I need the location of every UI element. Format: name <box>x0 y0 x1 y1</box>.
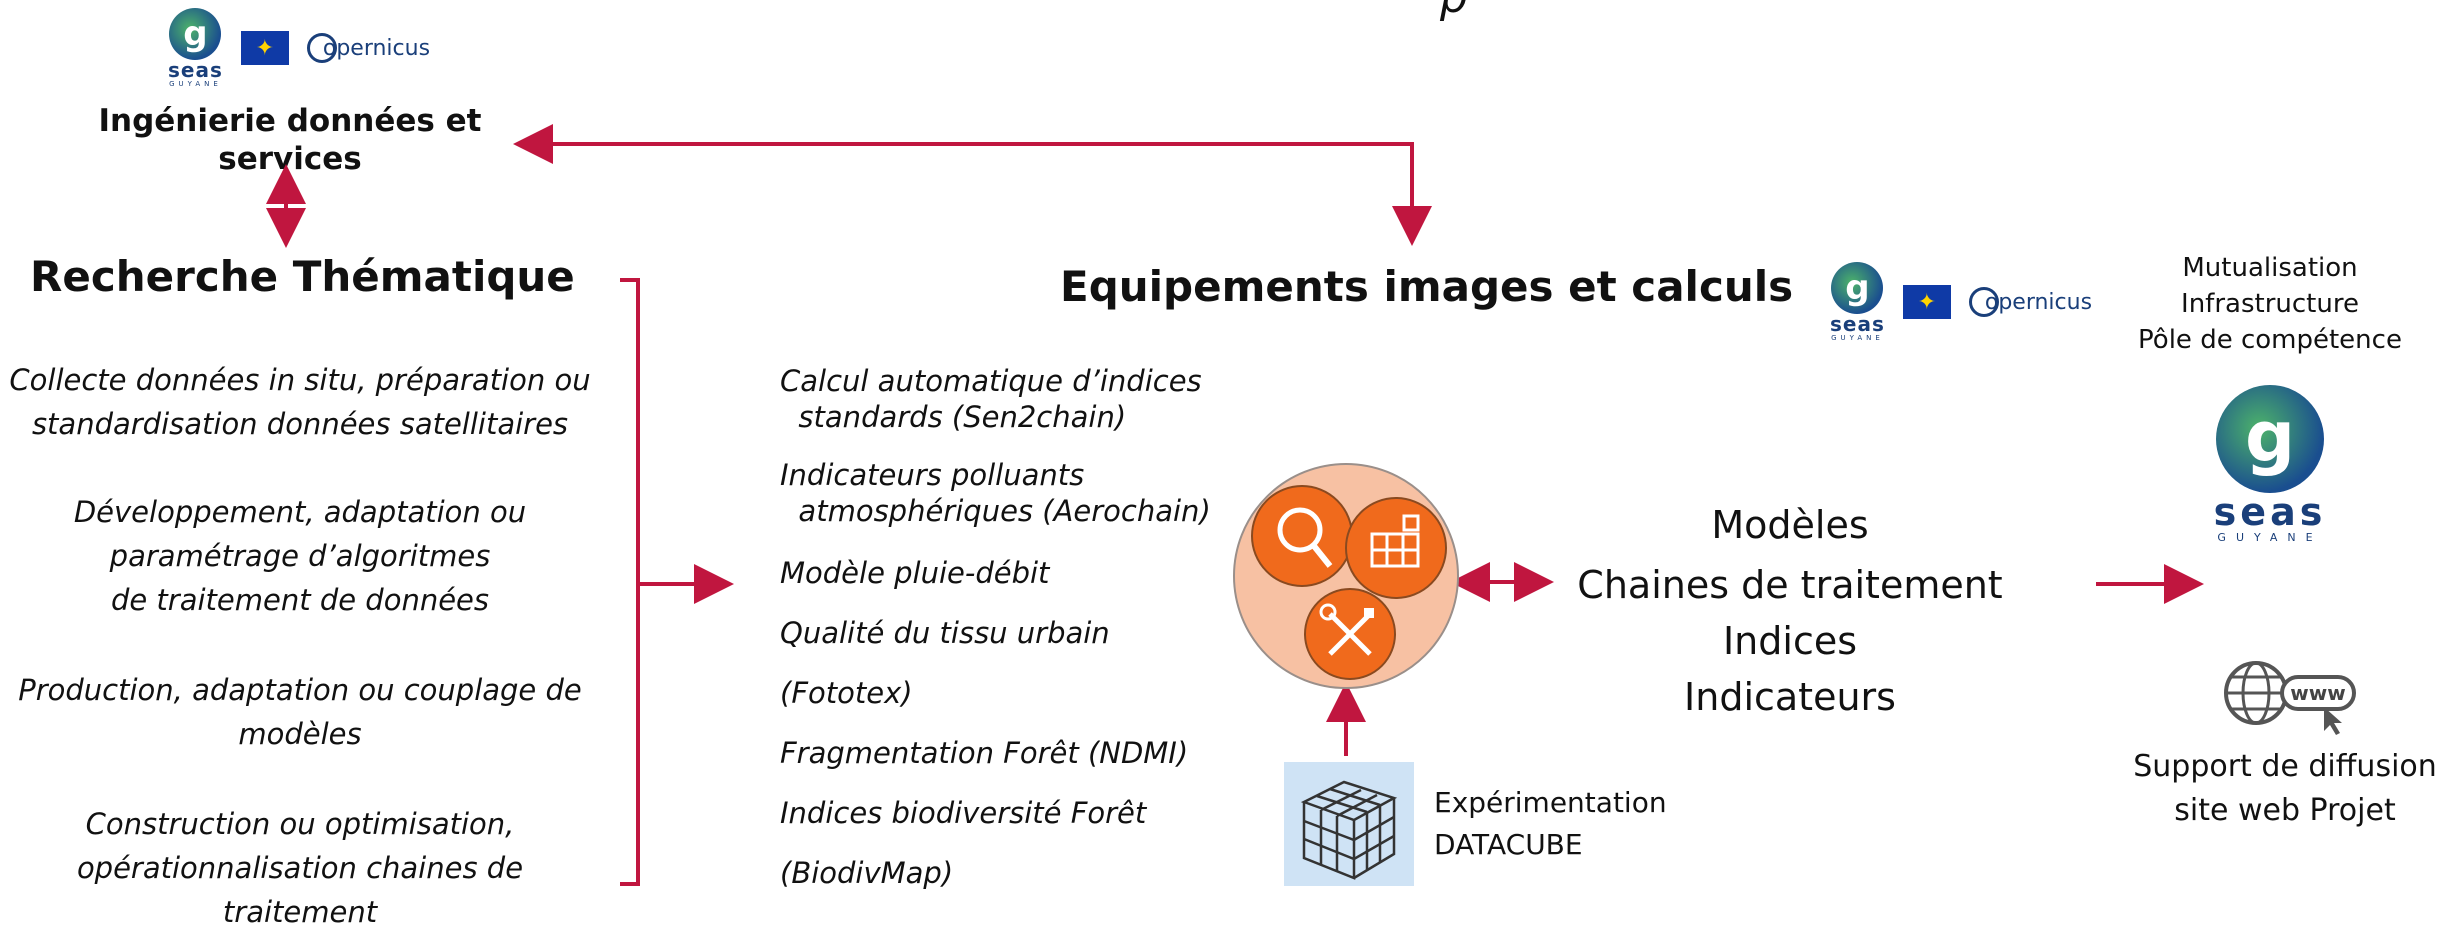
pole-competence-label: Pôle de compétence <box>2138 325 2402 355</box>
ingenierie-equipements-arrow <box>513 124 1432 246</box>
www-globe-icon: www <box>2220 655 2360 739</box>
datacube-label: Expérimentation DATACUBE <box>1434 786 1667 861</box>
recherche-item: Production, adaptation ou couplage de <box>18 673 582 707</box>
recherche-item: standardisation données satellitaires <box>31 407 569 441</box>
mutualisation-label: Mutualisation <box>2182 253 2358 283</box>
datacube-icon <box>1284 762 1414 886</box>
equipement-item: Modèle pluie-débit <box>780 556 1050 590</box>
equipements-title: Equipements images et calculs <box>1060 262 1794 311</box>
copernicus-logo: opernicus <box>1968 287 2092 317</box>
equipement-item: atmosphériques (Aerochain) <box>780 494 1211 528</box>
infrastructure-label: Infrastructure <box>2181 289 2359 319</box>
svg-text:www: www <box>2290 681 2345 705</box>
connectors-overlay <box>266 124 2204 886</box>
seas-logo: g seas GUYANE <box>1830 262 1885 342</box>
support-diffusion-label: Support de diffusion <box>2133 749 2437 784</box>
recherche-item: modèles <box>238 717 362 751</box>
recherche-item: de traitement de données <box>110 583 490 617</box>
output-modeles: Modèles <box>1711 503 1869 547</box>
copernicus-logo: opernicus <box>306 33 430 63</box>
equipement-item: (Fototex) <box>780 676 913 710</box>
eu-flag-icon: ✦ <box>240 31 289 65</box>
equipement-item: Qualité du tissu urbain <box>780 616 1110 650</box>
equipement-item: Calcul automatique d’indices <box>780 364 1202 398</box>
site-web-label: site web Projet <box>2174 793 2396 828</box>
recherche-title: Recherche Thématique <box>30 252 575 301</box>
output-indices: Indices <box>1722 619 1858 663</box>
mid-logo-group: g seas GUYANE ✦ opernicus <box>1830 262 2092 342</box>
equipement-item: standards (Sen2chain) <box>780 400 1127 434</box>
top-title: p <box>1000 0 1900 23</box>
equipement-item: Indices biodiversité Forêt <box>780 796 1147 830</box>
recherche-bracket <box>620 278 640 886</box>
seas-logo: g seas GUYANE <box>168 8 223 88</box>
output-indicateurs: Indicateurs <box>1684 675 1896 719</box>
recherche-item: Développement, adaptation ou <box>73 495 527 529</box>
recherche-item: Collecte données in situ, préparation ou <box>9 363 591 397</box>
output-chaines: Chaines de traitement <box>1577 563 2003 607</box>
seas-large-logo: g seas GUYANE <box>2180 385 2360 544</box>
search-tool-icon <box>1251 485 1353 587</box>
equipement-item: (BiodivMap) <box>780 856 954 890</box>
recherche-item: Construction ou optimisation, <box>85 807 515 841</box>
top-logo-group: g seas GUYANE ✦ opernicus <box>168 8 430 88</box>
eu-flag-icon: ✦ <box>1902 285 1951 319</box>
equipement-item: Indicateurs polluants <box>780 458 1085 492</box>
recherche-item: paramétrage d’algoritmes <box>109 539 491 573</box>
grid-tool-icon <box>1345 497 1447 599</box>
equipement-item: Fragmentation Forêt (NDMI) <box>780 736 1189 770</box>
ingenierie-label: Ingénierie données et services <box>98 103 482 177</box>
processing-circle-icon <box>1233 463 1459 689</box>
